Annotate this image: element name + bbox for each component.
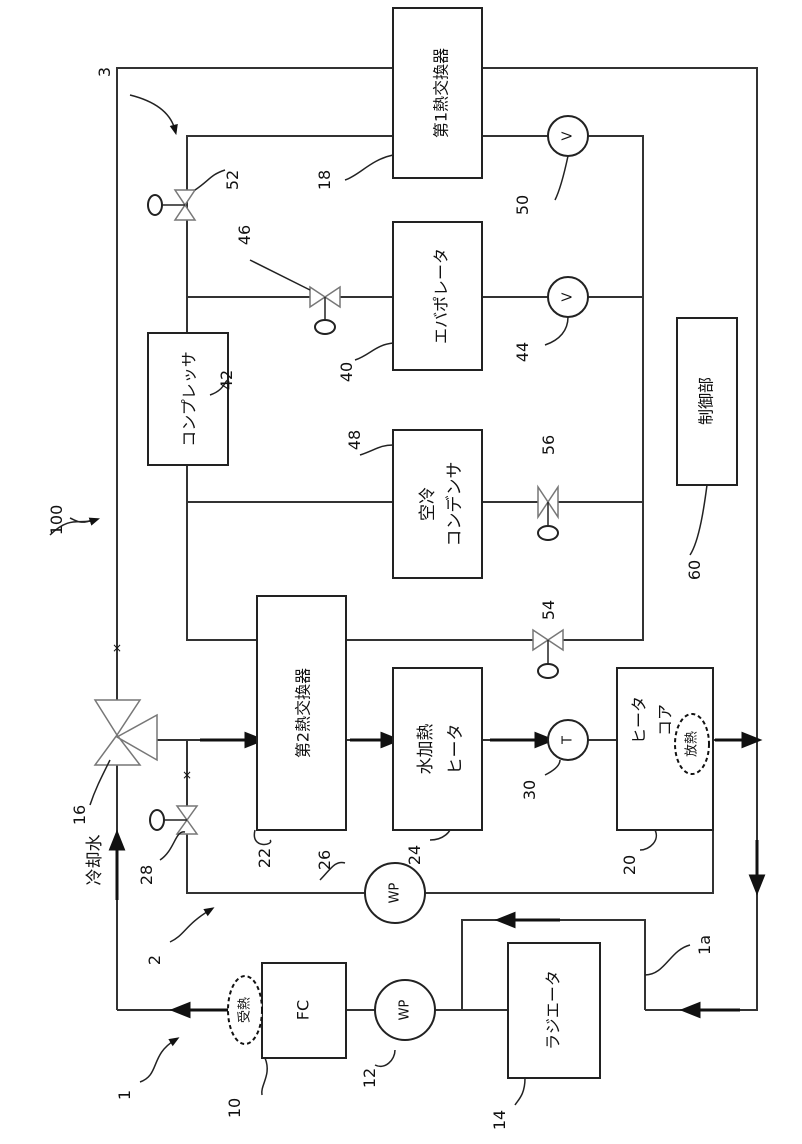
- box-label: コンデンサ: [444, 462, 465, 547]
- ref-14: 14: [490, 1110, 509, 1130]
- ref-56: 56: [539, 435, 558, 455]
- box-label: 第2熱交換器: [294, 668, 313, 758]
- second-heat-exchanger: 第2熱交換器: [257, 596, 346, 830]
- valve-28: [150, 806, 197, 834]
- controller: 制御部: [677, 318, 737, 485]
- sensor-v-44: V: [548, 277, 588, 317]
- ref-1: 1: [115, 1090, 134, 1100]
- ref-48: 48: [345, 430, 364, 450]
- sensor-v-50: V: [548, 116, 588, 156]
- ref-46: 46: [235, 225, 254, 245]
- box-label: FC: [294, 1000, 313, 1020]
- ref-2: 2: [145, 955, 164, 965]
- leader-lines: [50, 95, 707, 1105]
- heat-receive-tag: 受熱: [238, 997, 253, 1023]
- three-way-valve-16: [95, 700, 157, 765]
- svg-text:T: T: [561, 736, 576, 745]
- box-label: 空冷: [418, 487, 438, 521]
- valve-46: [310, 287, 340, 334]
- box-label: ヒータ: [630, 696, 649, 744]
- svg-text:WP: WP: [398, 999, 413, 1020]
- ref-52: 52: [223, 170, 242, 190]
- heat-release-tag: 放熱: [685, 731, 700, 757]
- box-label: コア: [656, 704, 675, 736]
- water-heater: 水加熱 ヒータ: [393, 668, 482, 830]
- box-label: コンプレッサ: [180, 351, 199, 447]
- ref-40: 40: [337, 362, 356, 382]
- ref-1a: 1a: [695, 935, 714, 955]
- ref-42: 42: [217, 370, 236, 390]
- svg-text:WP: WP: [388, 882, 403, 903]
- valve-54: [533, 630, 563, 678]
- x-mark: ×: [112, 641, 122, 655]
- ref-26: 26: [315, 850, 334, 870]
- box-label: 第1熱交換器: [432, 48, 451, 138]
- svg-text:V: V: [561, 292, 576, 301]
- reference-numerals: 3 52 46 18 50 42 40 44 48 56 100 54 60 1…: [47, 67, 714, 1130]
- ref-100: 100: [47, 505, 66, 536]
- ref-20: 20: [620, 855, 639, 875]
- radiator: ラジエータ: [508, 943, 600, 1078]
- ref-54: 54: [539, 600, 558, 620]
- ref-44: 44: [513, 342, 532, 362]
- air-cooled-condenser: 空冷 コンデンサ: [393, 430, 482, 578]
- ref-28: 28: [137, 865, 156, 885]
- box-label: ヒータ: [446, 724, 466, 775]
- valve-56: [538, 487, 558, 540]
- ref-30: 30: [520, 780, 539, 800]
- heater-core: ヒータ コア 放熱: [617, 668, 713, 830]
- ref-3: 3: [95, 67, 114, 77]
- ref-60: 60: [685, 560, 704, 580]
- coolant-label: 冷却水: [85, 835, 105, 886]
- ref-50: 50: [513, 195, 532, 215]
- water-pump-26: WP: [365, 863, 425, 923]
- ref-10: 10: [225, 1098, 244, 1118]
- box-label: ラジエータ: [544, 970, 563, 1050]
- box-label: 制御部: [697, 377, 716, 425]
- ref-18: 18: [315, 170, 334, 190]
- temperature-sensor: T: [548, 720, 588, 760]
- water-pump-12: WP: [375, 980, 435, 1040]
- box-label: 水加熱: [416, 724, 436, 775]
- ref-16: 16: [70, 805, 89, 825]
- ref-24: 24: [405, 845, 424, 865]
- x-mark: ×: [182, 768, 192, 782]
- ref-12: 12: [360, 1068, 379, 1088]
- svg-text:V: V: [561, 131, 576, 140]
- evaporator: エバポレータ: [393, 222, 482, 370]
- box-label: エバポレータ: [432, 248, 451, 344]
- first-heat-exchanger: 第1熱交換器: [393, 8, 482, 178]
- compressor: コンプレッサ: [148, 333, 228, 465]
- ref-22: 22: [255, 848, 274, 868]
- fuel-cell: FC 受熱: [228, 963, 346, 1058]
